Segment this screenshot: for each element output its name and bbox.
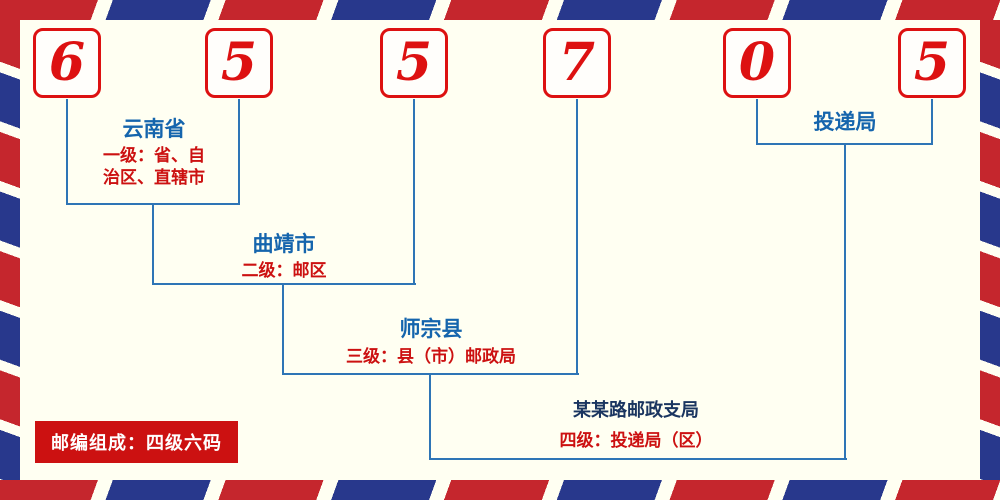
postal-digit: 5 bbox=[220, 32, 258, 93]
postal-code-composition-badge: 邮编组成：四级六码 bbox=[35, 421, 238, 463]
postal-digit: 5 bbox=[913, 32, 951, 93]
digit-box-6: 5 bbox=[898, 28, 966, 98]
connector-delivery-right bbox=[931, 99, 933, 145]
connector-branch-bottom bbox=[429, 458, 847, 460]
county-level-desc: 三级：县（市）邮政局 bbox=[346, 347, 516, 367]
connector-county-right bbox=[576, 99, 578, 375]
branch-label: 某某路邮政支局 bbox=[573, 400, 699, 421]
connector-city-bottom bbox=[152, 283, 416, 285]
airmail-border-bottom bbox=[0, 480, 1000, 500]
connector-county-left bbox=[282, 283, 284, 375]
connector-city-right bbox=[413, 99, 415, 285]
province-level-desc-1: 一级：省、自 bbox=[103, 146, 205, 166]
delivery-office-label: 投递局 bbox=[813, 110, 877, 134]
airmail-border-top bbox=[0, 0, 1000, 20]
postal-digit: 5 bbox=[395, 32, 433, 93]
postal-digit: 7 bbox=[558, 32, 596, 93]
digit-box-5: 0 bbox=[723, 28, 791, 98]
digit-box-4: 7 bbox=[543, 28, 611, 98]
connector-delivery-left bbox=[756, 99, 758, 145]
province-level-desc-2: 治区、直辖市 bbox=[103, 168, 205, 188]
city-label: 曲靖市 bbox=[252, 232, 316, 256]
connector-branch-left bbox=[429, 373, 431, 460]
branch-level-desc: 四级：投递局（区） bbox=[559, 431, 713, 451]
connector-province-right bbox=[238, 99, 240, 205]
connector-city-left bbox=[152, 203, 154, 285]
province-label: 云南省 bbox=[122, 117, 186, 141]
connector-province-left bbox=[66, 99, 68, 205]
digit-box-3: 5 bbox=[380, 28, 448, 98]
postal-digit: 6 bbox=[48, 32, 86, 93]
digit-box-2: 5 bbox=[205, 28, 273, 98]
airmail-border-right bbox=[980, 20, 1000, 480]
county-label: 师宗县 bbox=[399, 317, 463, 341]
connector-branch-right bbox=[844, 143, 846, 460]
airmail-border-left bbox=[0, 20, 20, 480]
city-level-desc: 二级：邮区 bbox=[241, 261, 327, 281]
postal-digit: 0 bbox=[738, 32, 776, 93]
digit-box-1: 6 bbox=[33, 28, 101, 98]
